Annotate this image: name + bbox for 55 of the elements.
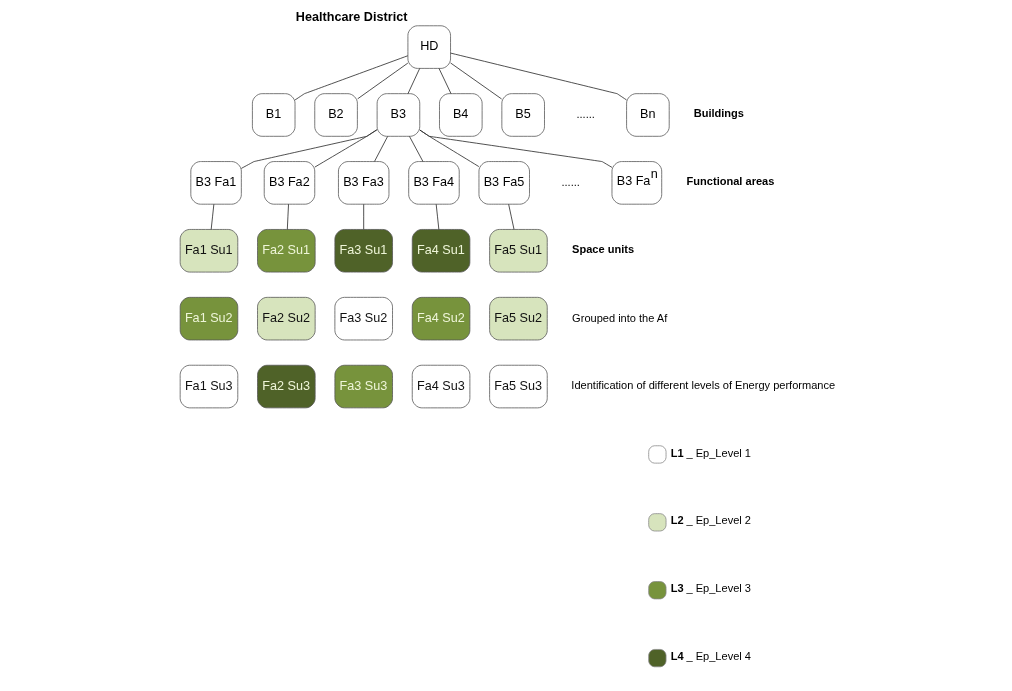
node-box: Fa2 Su2	[257, 296, 316, 341]
label: Functional areas	[686, 175, 775, 188]
node-box: B5	[501, 93, 545, 137]
node-box: Fa1 Su1	[179, 229, 239, 273]
node-box: B3 Fa2	[263, 161, 316, 205]
connector	[240, 129, 378, 169]
node-box: Fa4 Su3	[411, 364, 471, 409]
connector	[210, 203, 215, 230]
label: Space units	[572, 242, 635, 255]
legend-label: L4 _ Ep_Level 4	[670, 650, 751, 663]
connector	[450, 62, 502, 100]
legend-label: L2 _ Ep_Level 2	[670, 514, 751, 527]
node-box: B4	[439, 93, 483, 137]
label: Grouped into the Af	[572, 311, 668, 324]
node-box: Fa2 Su3	[257, 364, 316, 409]
node-box: Fa4 Su2	[411, 296, 471, 341]
connector	[314, 129, 378, 168]
label: ......	[576, 107, 595, 120]
connector	[419, 129, 613, 168]
connector	[286, 203, 289, 230]
connector	[357, 62, 409, 100]
node-box: Fa4 Su1	[411, 229, 471, 273]
connector	[435, 203, 440, 230]
connector	[374, 136, 389, 162]
node-box: B3 Fa4	[408, 161, 460, 205]
node-box: B1	[252, 93, 296, 137]
connector	[409, 136, 424, 162]
node-box: B2	[314, 93, 358, 137]
connector	[450, 52, 627, 101]
node-box: Fa5 Su2	[489, 296, 548, 341]
connector	[508, 203, 515, 230]
node-box: Fa3 Su1	[334, 229, 393, 273]
node-box: Fa1 Su2	[179, 296, 239, 341]
node-box: Bn	[626, 93, 670, 137]
node-box: Fa5 Su1	[489, 229, 548, 273]
label: Identification of different levels of Energy performance	[571, 379, 836, 392]
node-label: Healthcare District	[295, 9, 408, 24]
legend-label: L1 _ Ep_Level 1	[670, 446, 751, 459]
node-box: B3 Fa1	[190, 161, 242, 205]
connector	[438, 68, 452, 94]
connector	[294, 55, 409, 101]
connector	[407, 68, 421, 94]
node-box: Fa3 Su2	[334, 296, 393, 341]
node-box: B3 Fa5	[478, 161, 530, 205]
connector	[363, 203, 365, 230]
node-box: Fa5 Su3	[489, 364, 548, 409]
label: Buildings	[693, 107, 745, 120]
node-box: Fa2 Su1	[257, 229, 316, 273]
legend-label: L3 _ Ep_Level 3	[670, 582, 751, 595]
label: ......	[561, 175, 580, 188]
node-box: Fa3 Su3	[334, 364, 393, 409]
node-box: B3	[376, 93, 421, 137]
node-box: Fa1 Su3	[179, 364, 239, 409]
node-box: B3 Fa3	[338, 161, 390, 205]
node-box: HD	[407, 25, 451, 69]
